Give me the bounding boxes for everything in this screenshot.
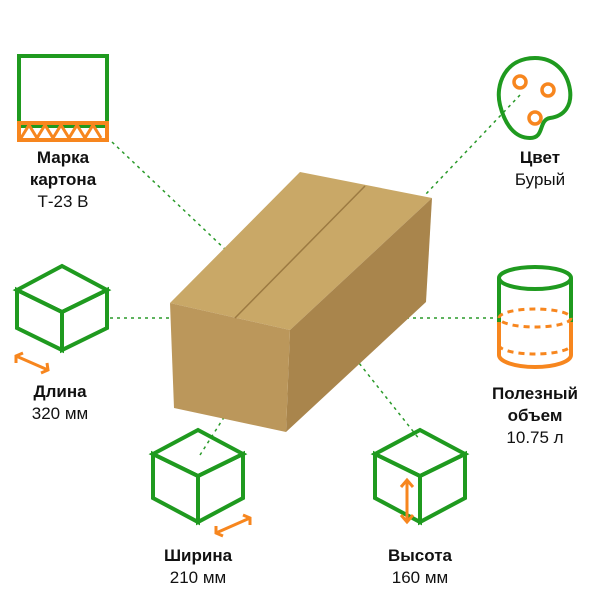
corrugated-board-icon [17,54,109,142]
spec-title: Полезный объем [492,384,578,425]
spec-value: 320 мм [31,404,89,423]
spec-title: Длина [33,382,87,401]
spec-length: Длина 320 мм [0,381,130,425]
connector-line [424,94,521,196]
spec-title: Высота [388,546,452,565]
spec-board-grade: Марка картона Т-23 В [0,147,133,213]
spec-value: 10.75 л [506,428,564,447]
palette-icon [496,55,573,141]
spec-title: Ширина [163,546,233,565]
spec-title: Марка картона [29,148,97,189]
spec-value: Т-23 В [37,192,89,211]
cube-length-icon [12,263,112,375]
spec-value: 160 мм [391,568,449,587]
spec-value: Бурый [514,170,566,189]
cardboard-box-image [170,172,432,432]
cube-width-icon [148,427,252,538]
connector-line [354,357,421,441]
connector-line [111,141,229,253]
spec-value: 210 мм [169,568,227,587]
cylinder-volume-icon [497,265,573,369]
spec-width: Ширина 210 мм [128,545,268,589]
cube-height-icon [370,427,470,526]
spec-height: Высота 160 мм [350,545,490,589]
spec-color: Цвет Бурый [470,147,600,191]
spec-title: Цвет [519,148,561,167]
spec-volume: Полезный объем 10.75 л [465,383,600,449]
connector-lines [110,94,521,456]
